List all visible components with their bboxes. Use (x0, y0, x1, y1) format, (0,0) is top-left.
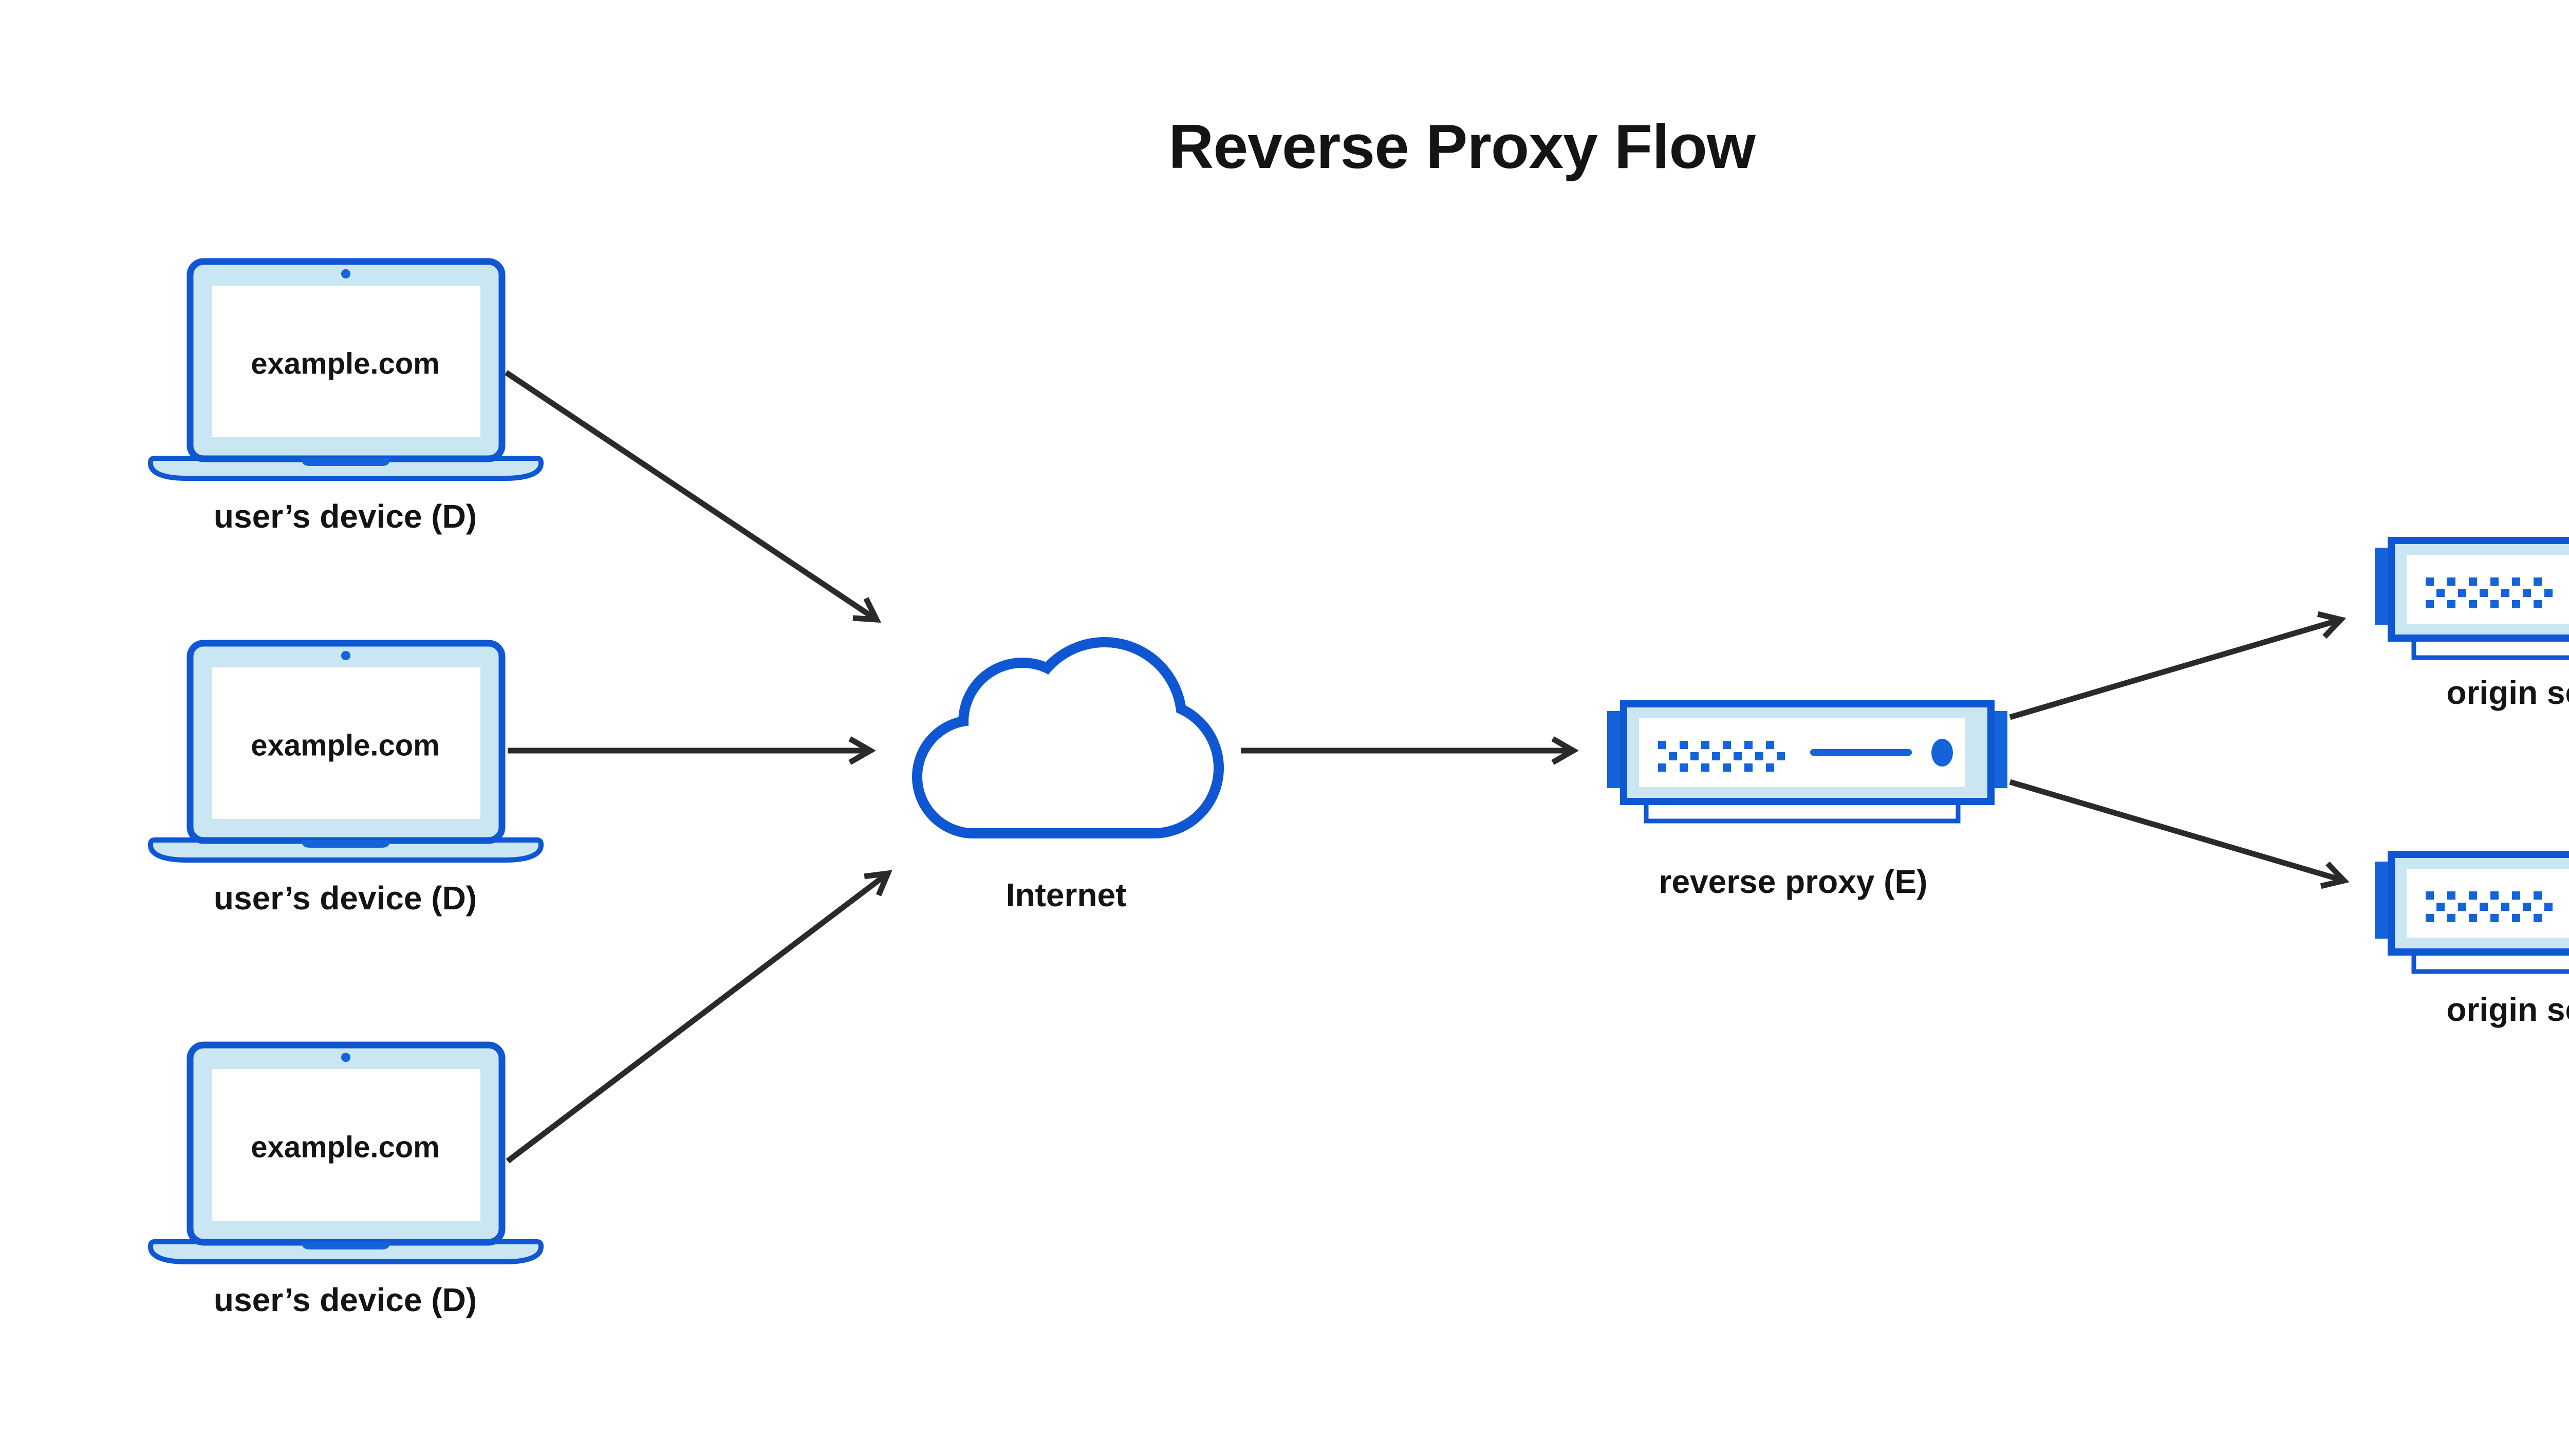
arrow-reverse-proxy-to-origin2 (2009, 779, 2344, 881)
arrow-device3-to-internet (506, 873, 888, 1164)
flow-arrows (504, 370, 2344, 1164)
arrow-reverse-proxy-to-origin1 (2009, 620, 2341, 720)
device-screen-text: example.com (251, 347, 440, 381)
device-screen-text: example.com (251, 1130, 440, 1164)
origin-server-icon (2375, 540, 2569, 658)
internet-cloud-icon (912, 637, 1224, 838)
device-caption: user’s device (D) (213, 880, 477, 917)
diagram-title: Reverse Proxy Flow (1168, 111, 1756, 181)
origin-server-icon (2375, 854, 2569, 972)
origin-server-label: origin server (F) (2446, 674, 2569, 711)
reverse-proxy-server-icon (1607, 704, 2007, 821)
origin-server-label: origin server (F) (2446, 991, 2569, 1028)
reverse-proxy-label: reverse proxy (E) (1659, 863, 1928, 900)
arrow-device1-to-internet (504, 370, 877, 620)
device-caption: user’s device (D) (213, 1281, 477, 1318)
device-screen-text: example.com (251, 729, 440, 762)
internet-label: Internet (1006, 876, 1127, 913)
device-caption: user’s device (D) (213, 498, 477, 535)
